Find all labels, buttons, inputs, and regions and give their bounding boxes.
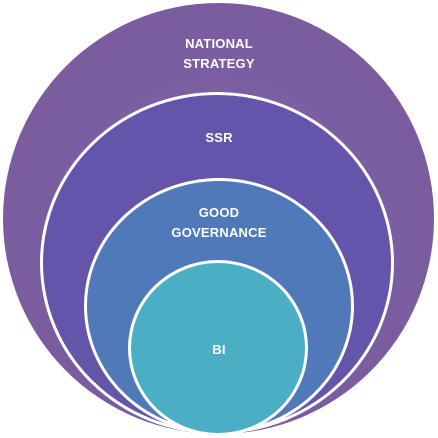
label-good-governance: GOOD GOVERNANCE	[171, 205, 267, 240]
label-bi: BI	[212, 342, 226, 357]
label-national-strategy: NATIONAL STRATEGY	[183, 36, 255, 71]
circle-bi	[128, 260, 308, 436]
label-ssr: SSR	[205, 130, 233, 145]
